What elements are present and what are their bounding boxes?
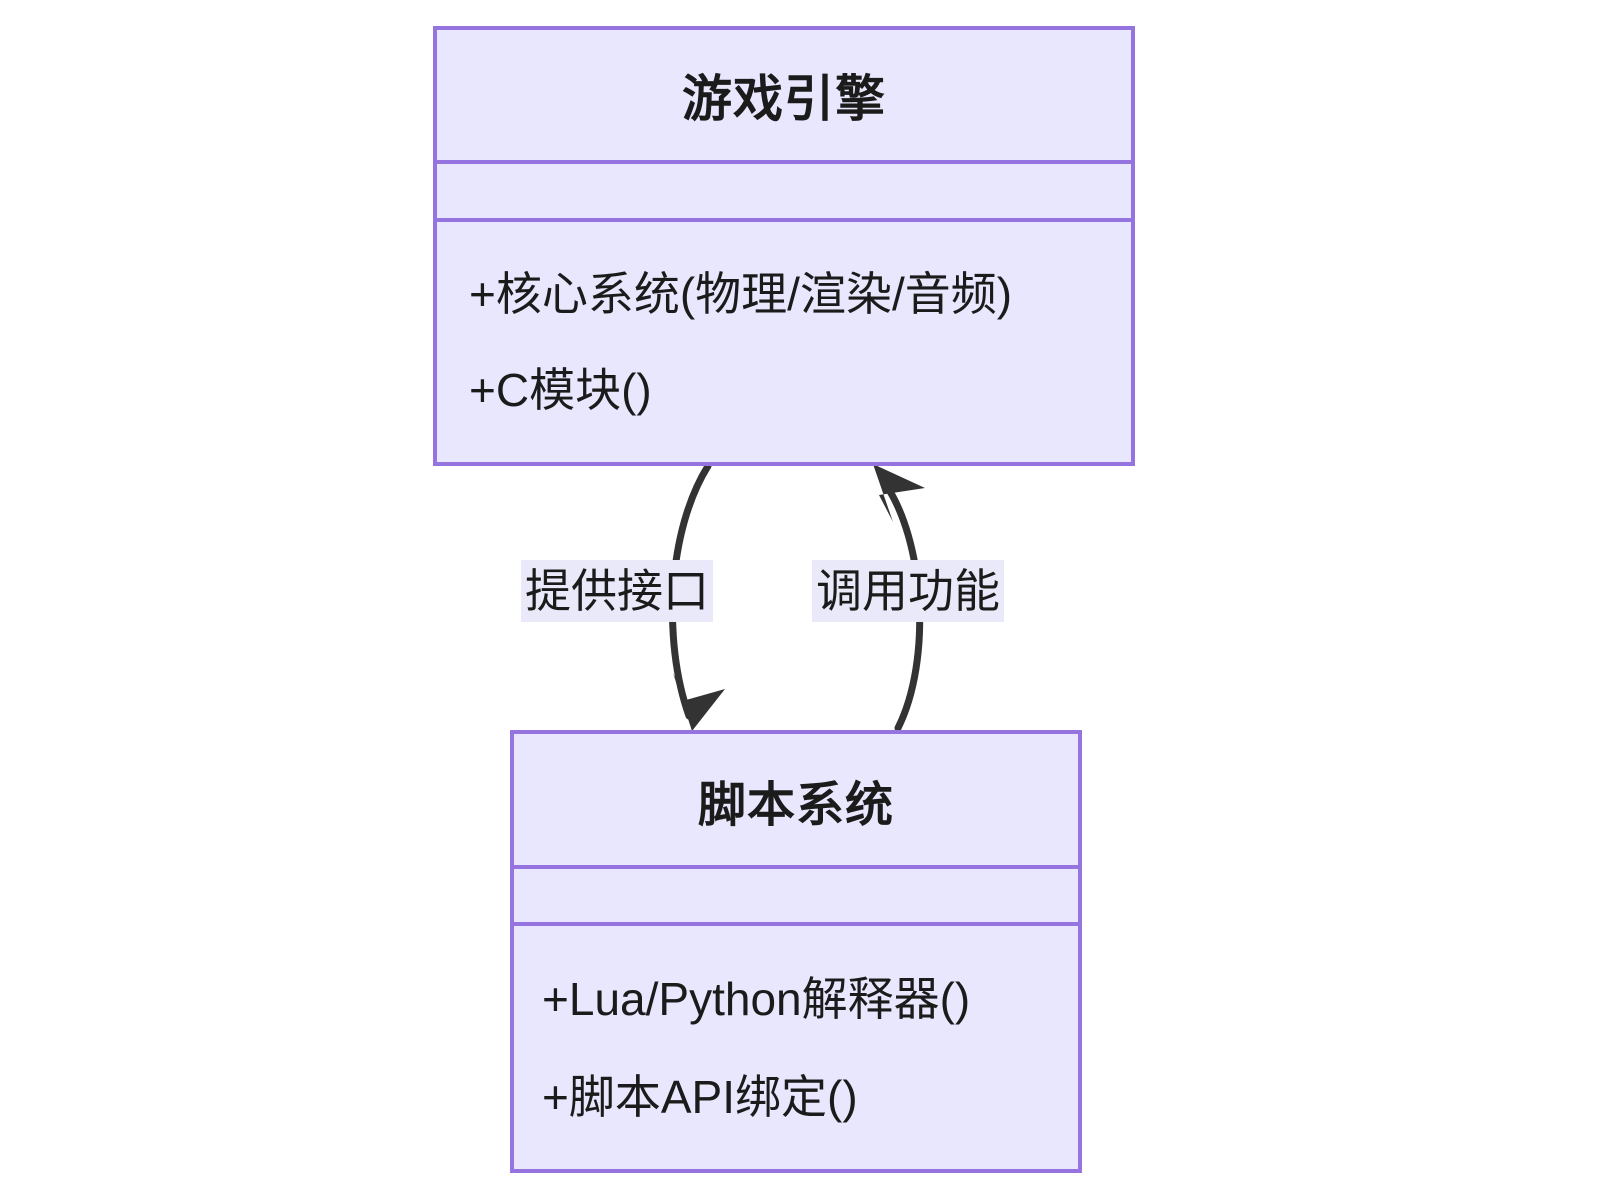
class-title-game-engine: 游戏引擎: [682, 71, 886, 127]
class-title-script-system: 脚本系统: [697, 778, 894, 832]
edge-calls-function-arrowhead: [873, 464, 925, 522]
uml-class-game-engine[interactable]: 游戏引擎 +核心系统(物理/渲染/音频) +C模块(): [433, 26, 1135, 466]
edge-label-calls-function: 调用功能: [812, 560, 1004, 622]
class-method-item: +Lua/Python解释器(): [542, 972, 971, 1025]
class-methods-compartment-script-system: +Lua/Python解释器() +脚本API绑定(): [514, 926, 1078, 1169]
class-attributes-compartment-game-engine: [437, 164, 1131, 222]
class-method-item: +脚本API绑定(): [542, 1070, 858, 1123]
class-method-item: +核心系统(物理/渲染/音频): [469, 268, 1013, 320]
class-attributes-compartment-script-system: [514, 869, 1078, 926]
class-method-item: +C模块(): [469, 364, 652, 416]
edge-provides-interface-arrowhead: [673, 673, 725, 731]
uml-class-script-system[interactable]: 脚本系统 +Lua/Python解释器() +脚本API绑定(): [510, 730, 1082, 1173]
class-name-compartment-game-engine: 游戏引擎: [437, 30, 1131, 164]
class-methods-compartment-game-engine: +核心系统(物理/渲染/音频) +C模块(): [437, 222, 1131, 462]
edge-label-provides-interface: 提供接口: [521, 560, 713, 622]
class-name-compartment-script-system: 脚本系统: [514, 734, 1078, 869]
